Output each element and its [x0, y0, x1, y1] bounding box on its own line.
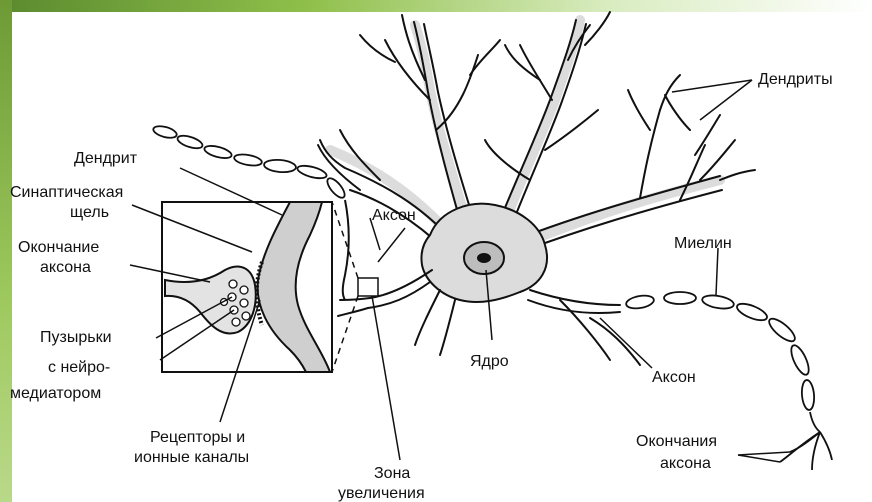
dendrite-chain-tail: [343, 200, 349, 300]
label-axon-ending-1: Окончание: [18, 239, 99, 256]
nucleolus: [477, 253, 491, 263]
label-synaptic-cleft-1: Синаптическая: [10, 184, 123, 201]
label-dendrite: Дендрит: [74, 150, 138, 167]
label-axon-right: Аксон: [652, 369, 696, 386]
axon-terminals: [780, 412, 832, 470]
label-axon-top: Аксон: [372, 207, 416, 224]
label-receptors-2: ионные каналы: [134, 449, 249, 466]
axon-left: [338, 270, 432, 316]
label-vesicles-3: медиатором: [10, 385, 101, 402]
label-zoom-2: увеличения: [338, 485, 425, 502]
label-vesicles-1: Пузырьки: [40, 329, 112, 346]
labels: Дендриты Дендрит Синаптическая щель Окон…: [10, 71, 833, 502]
label-zoom-1: Зона: [374, 465, 410, 482]
axon-right: [415, 290, 640, 365]
label-synaptic-cleft-2: щель: [70, 204, 109, 221]
soma: [421, 204, 547, 302]
zoom-box: [358, 278, 378, 296]
label-nucleus: Ядро: [470, 353, 509, 370]
label-myelin: Миелин: [674, 235, 732, 252]
zoom-lines: [332, 202, 358, 372]
label-axon-endings-1: Окончания: [636, 433, 717, 450]
label-axon-endings-2: аксона: [660, 455, 711, 472]
label-receptors-1: Рецепторы и: [150, 429, 245, 446]
label-axon-ending-2: аксона: [40, 259, 91, 276]
dendrite-chain: [152, 124, 347, 200]
label-dendrites: Дендриты: [758, 71, 833, 88]
label-vesicles-2: с нейро-: [48, 359, 110, 376]
myelin-sheath: [625, 292, 815, 410]
